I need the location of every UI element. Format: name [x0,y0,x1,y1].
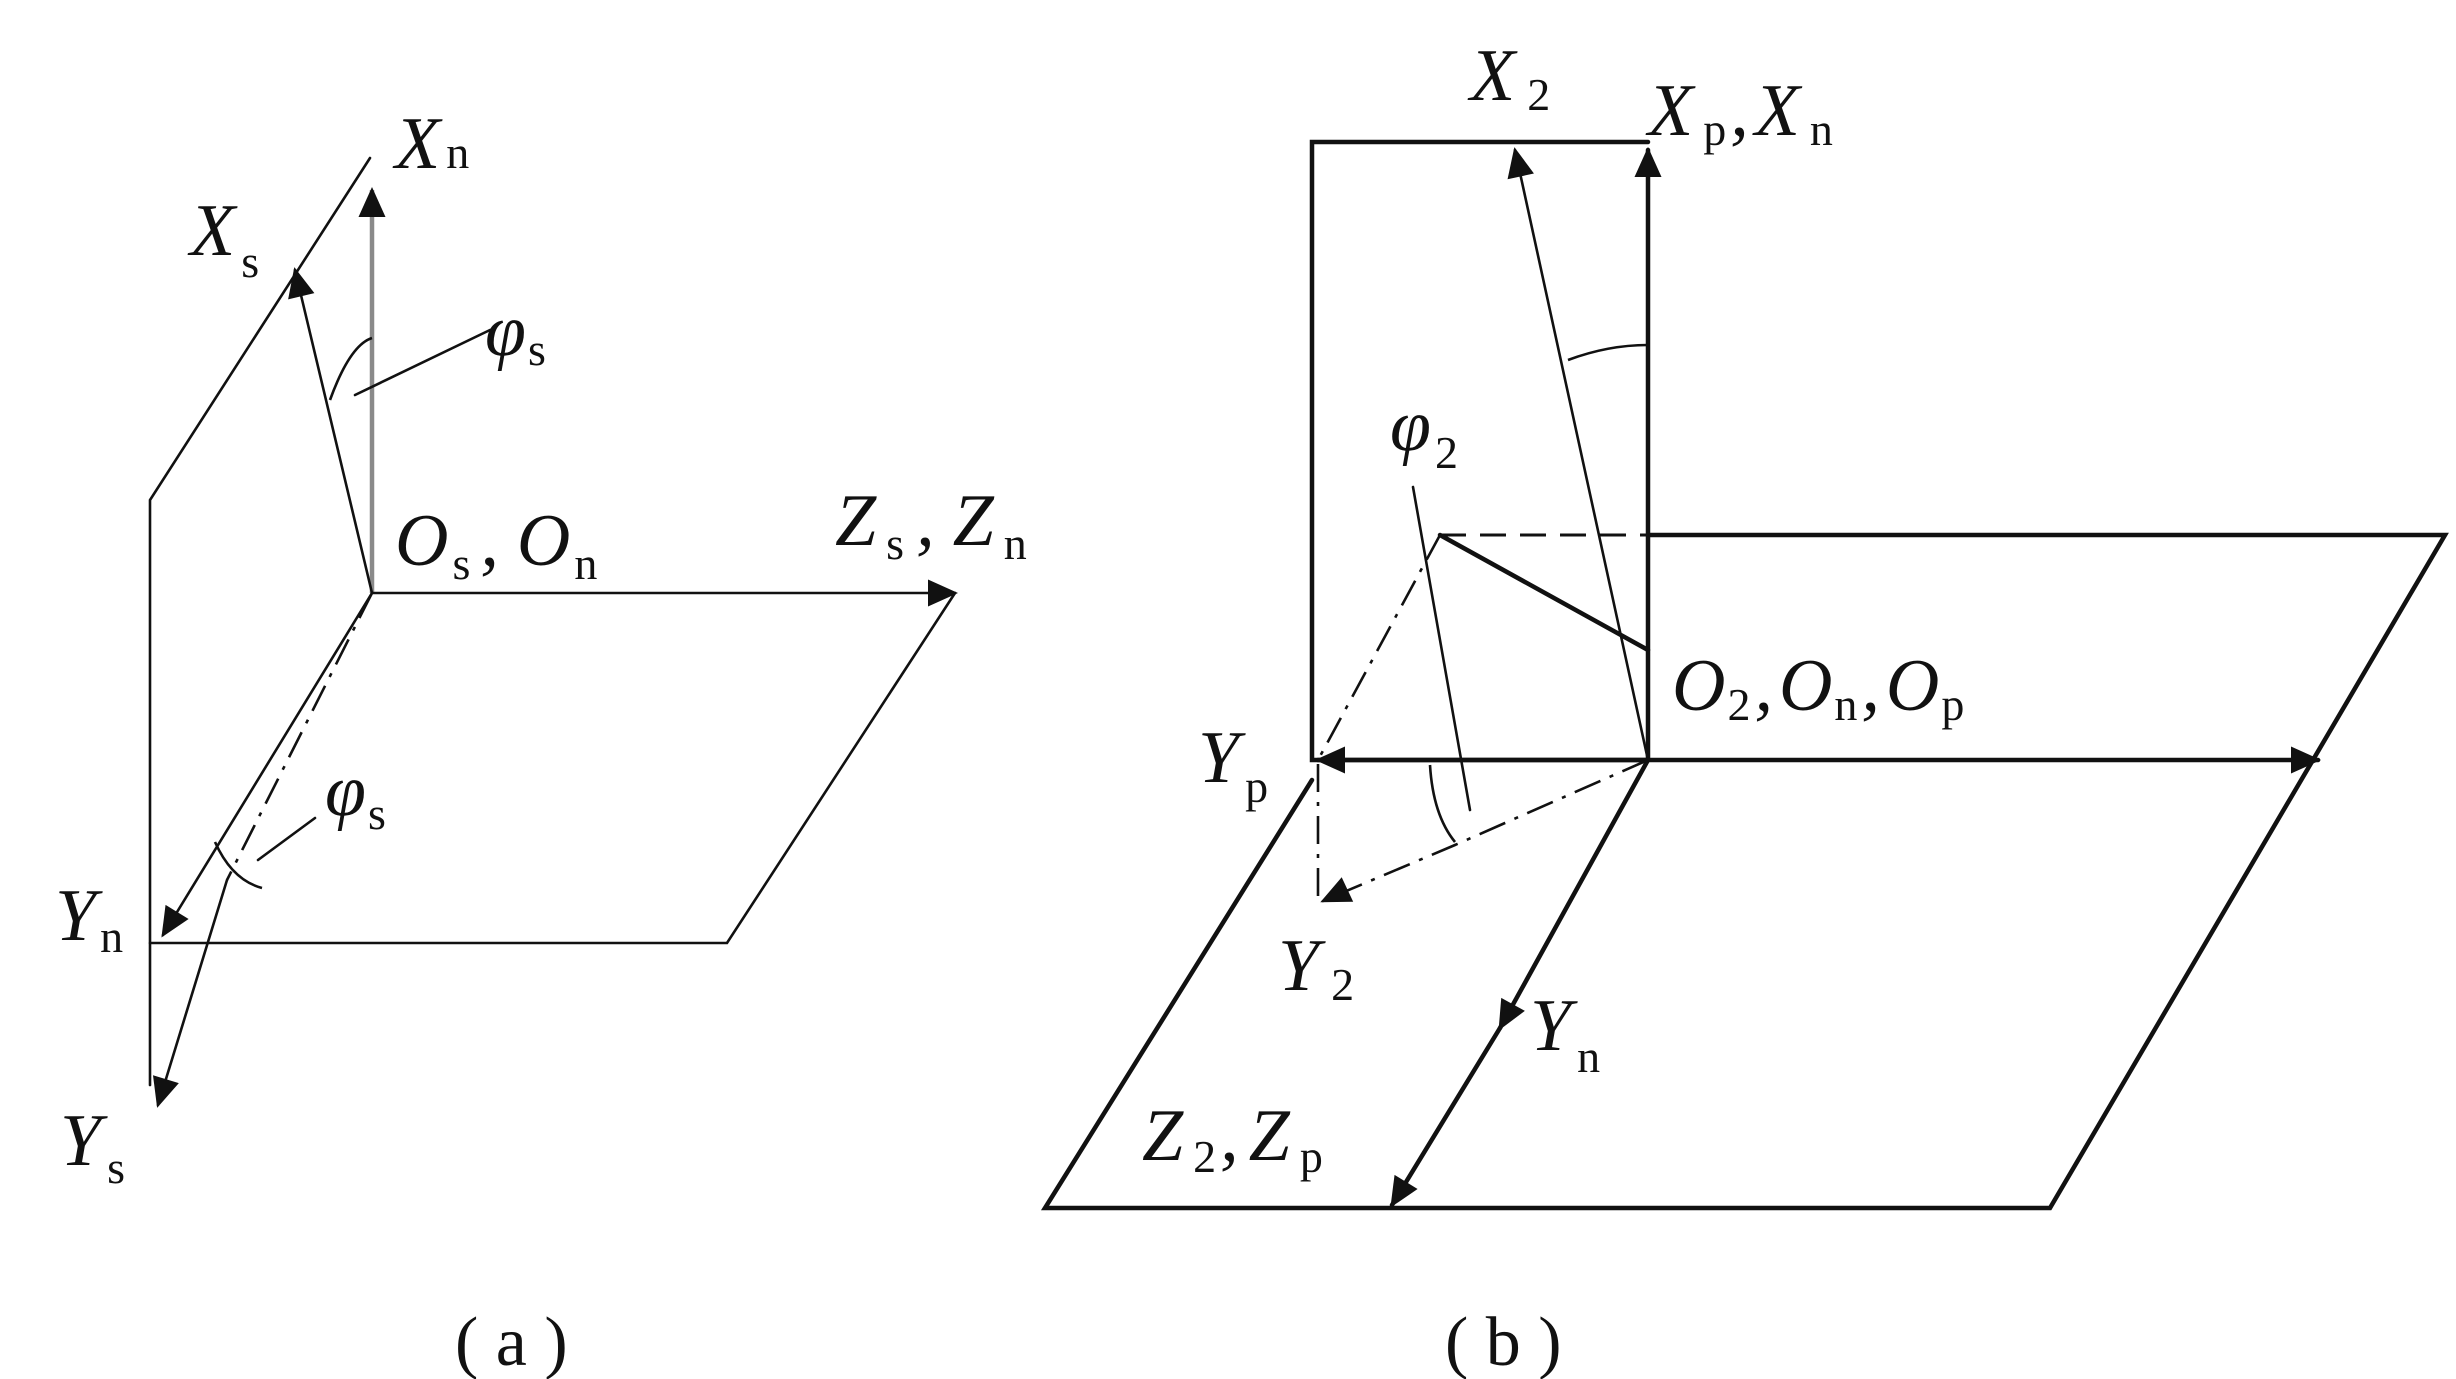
panel-b-label-origin: O2,On,Op [1672,645,1964,730]
panel-a-label-yn: Yn [55,875,123,962]
panel-b-slanted-edge [1437,532,1651,653]
panel-a-xs-axis [288,267,374,595]
panel-b-vertical-plane [1309,139,1651,763]
panel-b-x2-axis [1507,147,1650,762]
panel-a-phi-s-bottom-leader [256,816,317,862]
panel-a-ys-axis-dashdot [225,592,374,881]
panel-a-phi-s-bottom-arc [213,841,263,890]
panel-b-top-angle-arc [1567,343,1649,362]
panel-a-label-phi-s-bottom: φs [325,750,386,839]
panel-a-phi-s-top-arc [328,336,373,401]
panel-a-phi-s-top-leader [353,328,492,397]
panel-b-z2-axis [1389,1025,1503,1208]
panel-a-horizontal-plane [148,591,957,945]
panel-a-ys-axis [153,878,229,1108]
panel-a-label-origin: Os,On [395,500,597,589]
panel-b-horizontal-plane-front [1040,532,2449,1211]
panel-a-caption: ( a ) [455,1304,568,1379]
panel-a-yn-axis [161,591,374,938]
panel-b-bottom-angle-arc [1428,764,1457,843]
panel-a-vertical-plane [148,156,372,1087]
panel-a-label-phi-s-top: φs [485,290,546,375]
panel-b-y2-axis [1324,758,1649,902]
panel-b-caption: ( b ) [1445,1304,1562,1379]
panel-b-y2-arrow [1320,877,1354,903]
panel-b-yn-axis [1497,757,1651,1031]
panel-b-label-phi-2: φ2 [1390,385,1458,478]
panel-b-dashdot-diagonal [1316,534,1442,900]
panel-b-phi-2-leader [1411,485,1472,812]
